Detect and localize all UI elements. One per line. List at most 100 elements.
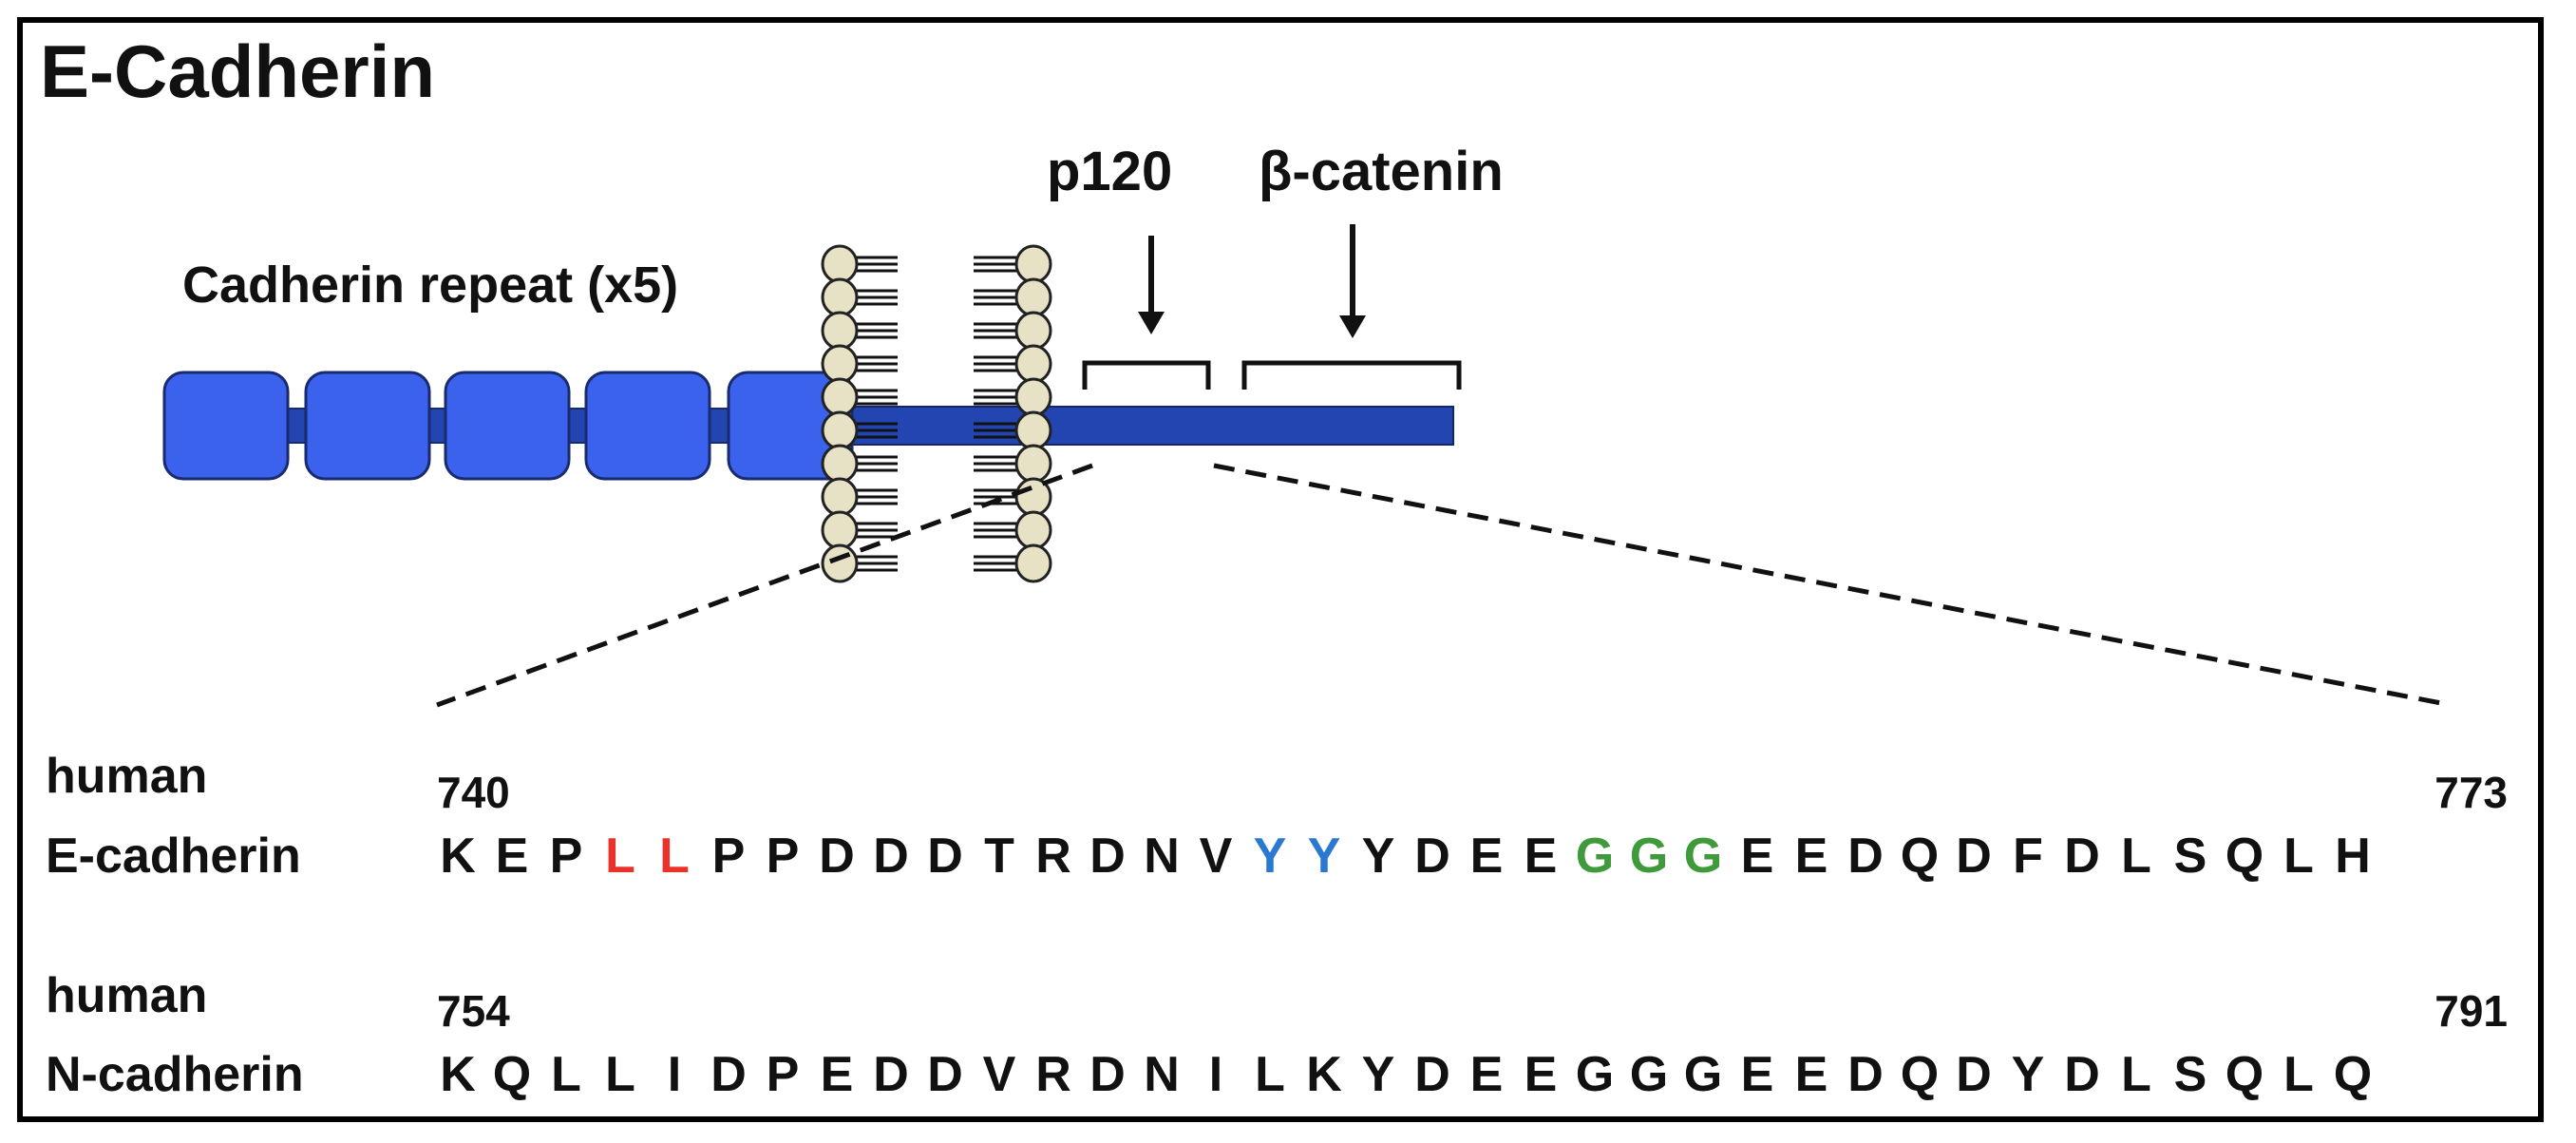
residue: Q (2226, 1047, 2263, 1102)
protein-label: N-cadherin (46, 1047, 304, 1102)
cadherin-repeat-domain-2 (304, 371, 431, 481)
lipid-head (821, 410, 859, 450)
lipid-head (821, 311, 859, 351)
lipid-head (1014, 277, 1052, 317)
residue: K (440, 829, 476, 884)
residue: P (767, 829, 800, 884)
residue: E (496, 829, 529, 884)
residue: D (1089, 1047, 1126, 1102)
residue: Q (493, 1047, 531, 1102)
lipid-head (1014, 344, 1052, 384)
zoom-line-left (436, 463, 1093, 708)
species-label: human (46, 749, 207, 804)
lipid-head (1014, 543, 1052, 583)
residue: E (1525, 1047, 1558, 1102)
lipid-head (1014, 510, 1052, 550)
beta-catenin-arrow (1339, 224, 1366, 338)
start-position: 754 (437, 986, 510, 1036)
residue: Y (1254, 829, 1287, 884)
lipid-head (1014, 377, 1052, 417)
lipid-head (821, 244, 859, 284)
residue: G (1576, 829, 1614, 884)
residue: Y (2012, 1047, 2045, 1102)
beta-catenin-label: β-catenin (1259, 141, 1504, 202)
residue: L (1255, 1047, 1285, 1102)
lipid-head (821, 543, 859, 583)
cadherin-repeat-domain-4 (584, 371, 711, 481)
residue: G (1684, 1047, 1722, 1102)
p120-arrow (1138, 236, 1165, 334)
residue: T (984, 829, 1014, 884)
residue: S (2174, 1047, 2207, 1102)
end-position: 773 (2434, 768, 2508, 817)
protein-label: E-cadherin (46, 829, 301, 884)
residue: H (2335, 829, 2371, 884)
residue: D (1414, 1047, 1450, 1102)
residue: E (1741, 1047, 1774, 1102)
residue: G (1576, 1047, 1614, 1102)
lipid-head (821, 477, 859, 517)
cadherin-repeat-domain-3 (444, 371, 571, 481)
residue: D (1956, 1047, 1992, 1102)
residue: R (1035, 829, 1071, 884)
residue: L (605, 829, 635, 884)
lipid-head (821, 444, 859, 484)
residue: E (1795, 1047, 1828, 1102)
cytoplasmic-tail (816, 406, 1454, 446)
cadherin-repeats (162, 371, 854, 481)
residue: Q (1901, 829, 1939, 884)
residue: E (1470, 1047, 1504, 1102)
residue: E (1795, 829, 1828, 884)
residue: Y (1362, 829, 1395, 884)
residue: I (668, 1047, 681, 1102)
residue: L (2283, 1047, 2314, 1102)
lipid-head (1014, 444, 1052, 484)
cadherin-repeat-domain-1 (162, 371, 290, 481)
lipid-head (821, 377, 859, 417)
residue: D (1956, 829, 1992, 884)
residue: Q (1901, 1047, 1939, 1102)
residue: V (1200, 829, 1233, 884)
residue: K (1306, 1047, 1342, 1102)
residue: N (1144, 829, 1180, 884)
cadherin-repeat-label: Cadherin repeat (x5) (182, 257, 678, 314)
residue: D (1089, 829, 1126, 884)
residue: E (821, 1047, 854, 1102)
residue: D (819, 829, 855, 884)
residue: D (927, 829, 963, 884)
residue: L (2121, 1047, 2151, 1102)
zoom-line-right (1213, 463, 2442, 706)
end-position: 791 (2434, 986, 2508, 1036)
residue: P (767, 1047, 800, 1102)
lipid-head (1014, 244, 1052, 284)
residue: G (1684, 829, 1722, 884)
lipid-head (821, 277, 859, 317)
residue: L (2121, 829, 2151, 884)
residue: D (1847, 1047, 1884, 1102)
residue: Q (2226, 829, 2263, 884)
residue: D (1414, 829, 1450, 884)
lipid-head (821, 510, 859, 550)
residue: I (1209, 1047, 1222, 1102)
figure-frame (17, 17, 2544, 1122)
lipid-bilayer (821, 244, 1052, 583)
lipid-head (1014, 410, 1052, 450)
residue: Q (2334, 1047, 2372, 1102)
residue: E (1525, 829, 1558, 884)
residue: R (1035, 1047, 1071, 1102)
beta-catenin-binding-bracket (1241, 360, 1462, 390)
lipid-head (1014, 311, 1052, 351)
residue: D (1847, 829, 1884, 884)
residue: Y (1308, 829, 1341, 884)
p120-binding-bracket (1082, 360, 1211, 390)
residue: V (983, 1047, 1016, 1102)
residue: L (551, 1047, 581, 1102)
p120-label: p120 (1047, 141, 1172, 202)
residue: E (1741, 829, 1774, 884)
lipid-head (821, 344, 859, 384)
species-label: human (46, 968, 207, 1023)
residue: D (873, 829, 909, 884)
residue: S (2174, 829, 2207, 884)
residue: L (659, 829, 690, 884)
